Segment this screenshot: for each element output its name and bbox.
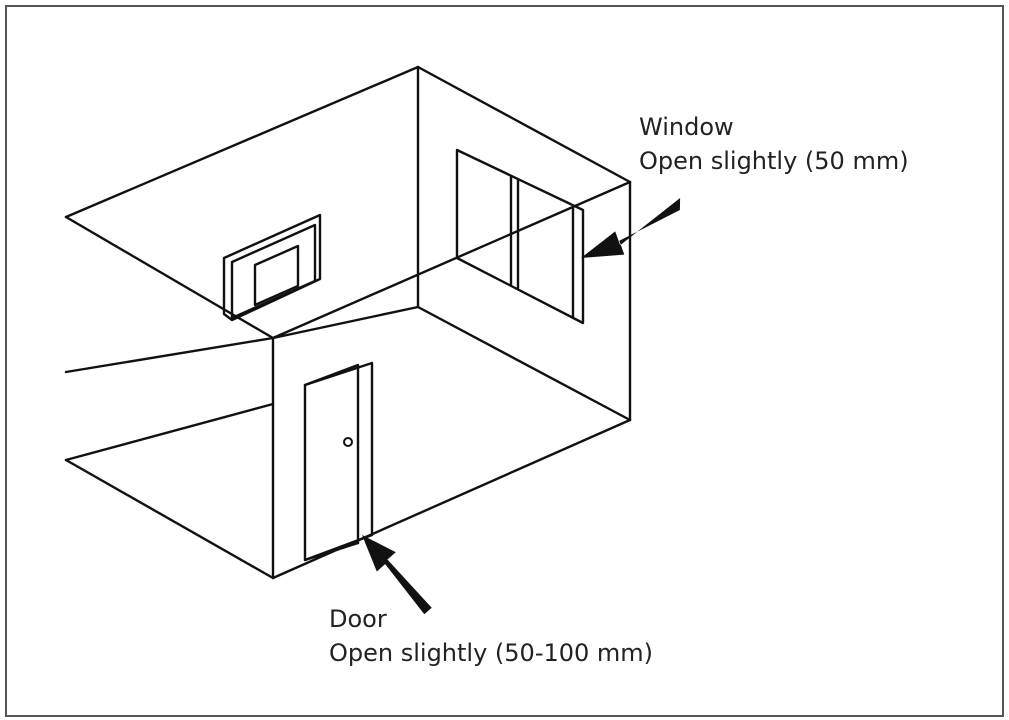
ceiling xyxy=(64,65,632,340)
door xyxy=(303,361,374,562)
back-wall-corner xyxy=(416,65,632,422)
door-label-title: Door xyxy=(329,605,387,633)
air-conditioner-unit xyxy=(222,213,322,322)
window-label-note: Open slightly (50 mm) xyxy=(639,147,909,175)
figure-frame xyxy=(5,5,1004,717)
door-label-note: Open slightly (50-100 mm) xyxy=(329,639,654,667)
window-arrow-icon xyxy=(581,198,681,258)
window xyxy=(455,148,585,325)
door-knob xyxy=(343,437,353,447)
door-label: Door Open slightly (50-100 mm) xyxy=(329,602,653,670)
window-label-title: Window xyxy=(639,113,734,141)
floor xyxy=(64,305,632,580)
window-label: Window Open slightly (50 mm) xyxy=(639,110,909,178)
door-arrow-icon xyxy=(362,535,432,615)
